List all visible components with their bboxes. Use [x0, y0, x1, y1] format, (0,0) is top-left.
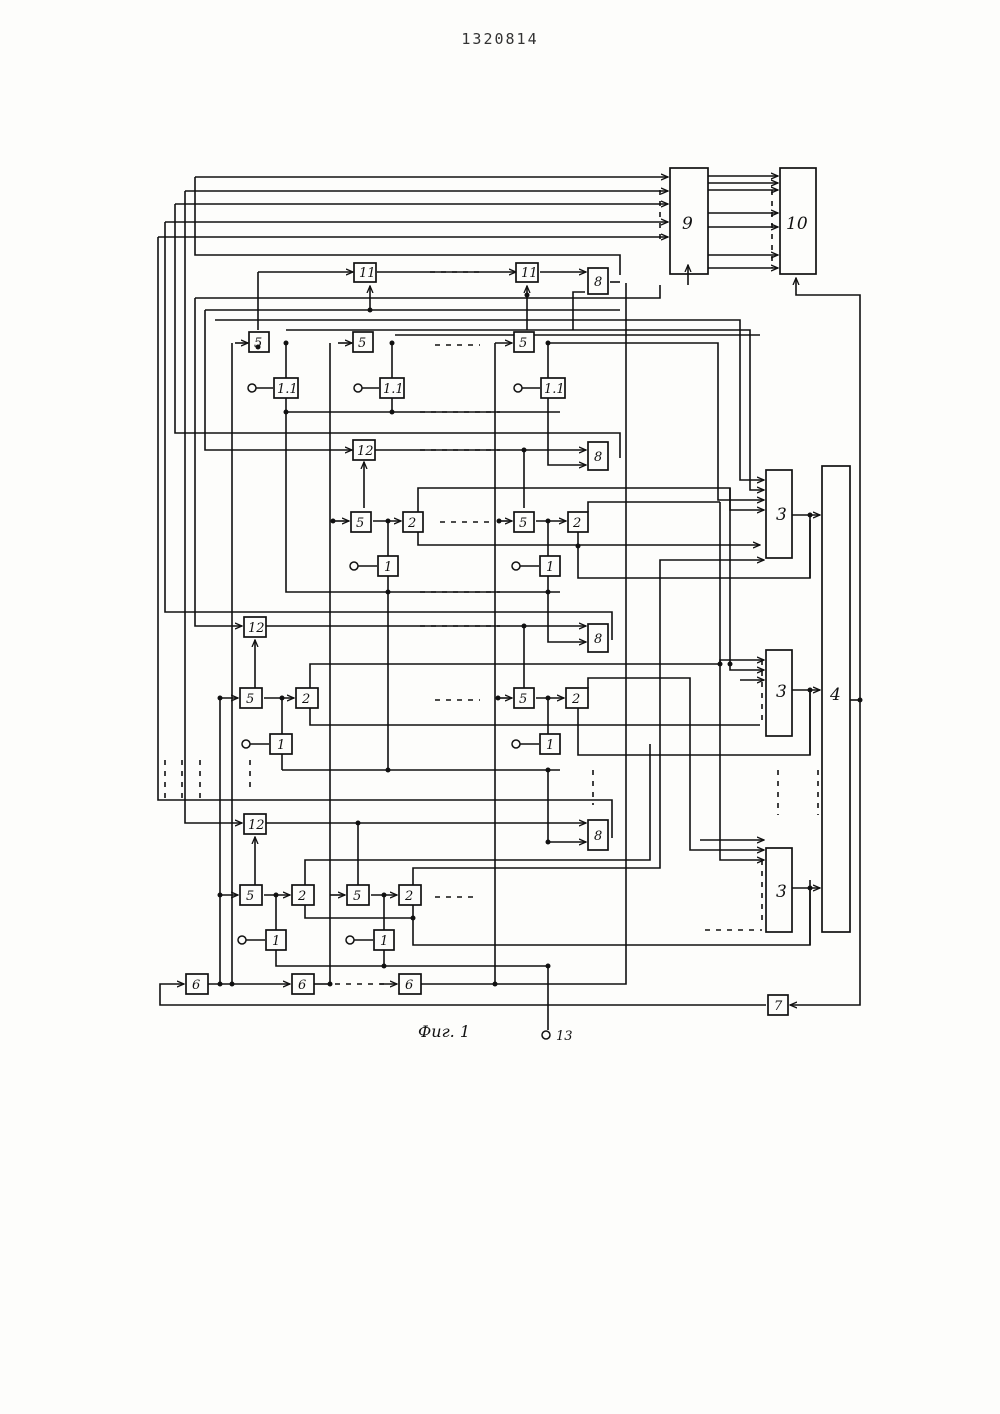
- svg-text:11: 11: [359, 266, 376, 281]
- svg-text:12: 12: [357, 444, 374, 459]
- svg-text:5: 5: [519, 336, 527, 351]
- svg-text:5: 5: [519, 692, 527, 707]
- svg-text:2: 2: [571, 692, 580, 707]
- svg-text:3: 3: [776, 882, 787, 902]
- svg-text:6: 6: [405, 978, 413, 993]
- svg-text:8: 8: [594, 450, 602, 465]
- svg-text:12: 12: [248, 818, 265, 833]
- svg-text:3: 3: [776, 682, 787, 702]
- svg-text:2: 2: [407, 516, 416, 531]
- svg-text:5: 5: [353, 889, 361, 904]
- svg-text:12: 12: [248, 621, 265, 636]
- svg-text:1: 1: [546, 560, 554, 575]
- svg-text:1: 1: [272, 934, 280, 949]
- svg-text:9: 9: [682, 214, 693, 234]
- bus-9-to-10: [708, 176, 778, 268]
- row-1: 11 11 8 5 5 5: [195, 263, 764, 500]
- figure-caption: Фиг. 1: [418, 1022, 470, 1041]
- svg-text:2: 2: [301, 692, 310, 707]
- svg-text:7: 7: [774, 999, 783, 1014]
- svg-text:6: 6: [298, 978, 306, 993]
- block-10: 10: [780, 168, 816, 274]
- svg-text:5: 5: [356, 516, 364, 531]
- blocks-3-4: 3 3 3 4: [700, 278, 863, 1005]
- svg-text:2: 2: [404, 889, 413, 904]
- svg-text:8: 8: [594, 632, 602, 647]
- svg-text:5: 5: [246, 889, 254, 904]
- svg-text:6: 6: [192, 978, 200, 993]
- svg-text:1: 1: [277, 738, 285, 753]
- svg-text:2: 2: [297, 889, 306, 904]
- svg-text:1.1: 1.1: [277, 382, 298, 397]
- svg-text:1: 1: [546, 738, 554, 753]
- svg-text:2: 2: [572, 516, 581, 531]
- svg-text:5: 5: [358, 336, 366, 351]
- svg-text:1: 1: [384, 560, 392, 575]
- svg-text:4: 4: [829, 685, 841, 705]
- svg-text:8: 8: [594, 829, 602, 844]
- svg-text:3: 3: [776, 505, 787, 525]
- svg-text:1.1: 1.1: [544, 382, 565, 397]
- svg-text:1.1: 1.1: [383, 382, 404, 397]
- svg-text:1: 1: [380, 934, 388, 949]
- svg-text:8: 8: [594, 275, 602, 290]
- block-9: 9: [670, 168, 708, 274]
- svg-text:11: 11: [521, 266, 538, 281]
- svg-text:10: 10: [786, 214, 808, 234]
- svg-text:13: 13: [556, 1029, 573, 1044]
- svg-text:5: 5: [519, 516, 527, 531]
- svg-text:5: 5: [246, 692, 254, 707]
- row-4: 12 8 5 2 5 2: [185, 433, 810, 969]
